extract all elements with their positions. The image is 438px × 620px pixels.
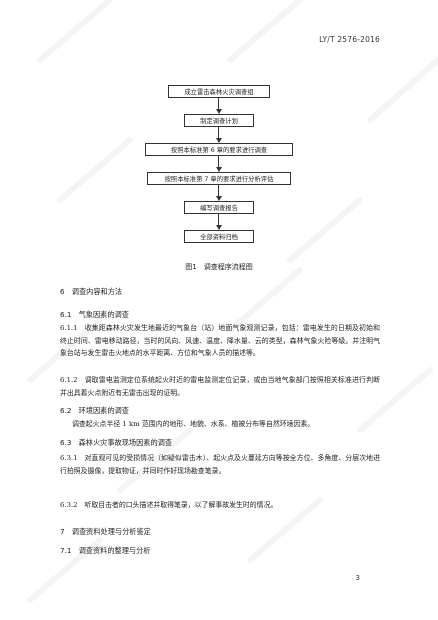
section-6-3-heading: 6.3 森林火灾事故现场因素的调查 [60,438,173,447]
standard-code: LY/T 2576-2016 [319,35,380,44]
flow-box-1: 成立雷击森林火灾调查组 [168,85,270,98]
flow-box-2: 制定调查计划 [184,114,254,127]
paragraph-6-2: 调查起火点半径 1 km 范围内的地形、地貌、水系、植被分布等自然环境因素。 [72,420,315,428]
flow-arrow [215,167,222,172]
paragraph-6-3-1: 6.3.1 对直观可见的受损情况（如疑似雷击木）、起火点及火蔓延方向等按全方位、… [60,454,380,475]
flowchart: 成立雷击森林火灾调查组 制定调查计划 按照本标准第 6 章的要求进行调查 按照本… [0,0,438,260]
section-6-heading: 6 调查内容和方法 [60,287,123,296]
flow-arrow [215,109,222,114]
flow-connector [218,127,219,139]
flow-box-6: 全部资料归档 [184,230,254,243]
paragraph-6-3-2: 6.3.2 听取目击者的口头描述并取得笔录，以了解事故发生时的情况。 [60,501,278,509]
section-6-2-heading: 6.2 环境因素的调查 [60,406,129,415]
section-7-1-heading: 7.1 调查资料的整理与分析 [60,546,151,555]
figure-caption: 图1 调查程序流程图 [185,263,253,271]
flow-connector [218,185,219,197]
flow-arrow [215,196,222,201]
flow-box-4: 按照本标准第 7 章的要求进行分析评估 [147,172,291,185]
page-number: 3 [355,574,360,582]
flow-box-5: 编写调查报告 [184,201,254,214]
flow-connector [218,98,219,110]
flow-connector [218,156,219,168]
section-6-1-heading: 6.1 气象因素的调查 [60,310,129,319]
flow-arrow [215,225,222,230]
section-7-heading: 7 调查资料处理与分析鉴定 [60,527,151,536]
paragraph-6-1-1: 6.1.1 收集距森林火灾发生地最近的气象台（站）地面气象观测记录，包括：雷电发… [60,324,380,357]
paragraph-6-1-2: 6.1.2 调取雷电监测定位系统起火时近的雷电监测定位记录，或由当地气象部门按照… [60,376,380,397]
flow-arrow [215,138,222,143]
flow-connector [218,214,219,226]
flow-box-3: 按照本标准第 6 章的要求进行调查 [145,143,293,156]
